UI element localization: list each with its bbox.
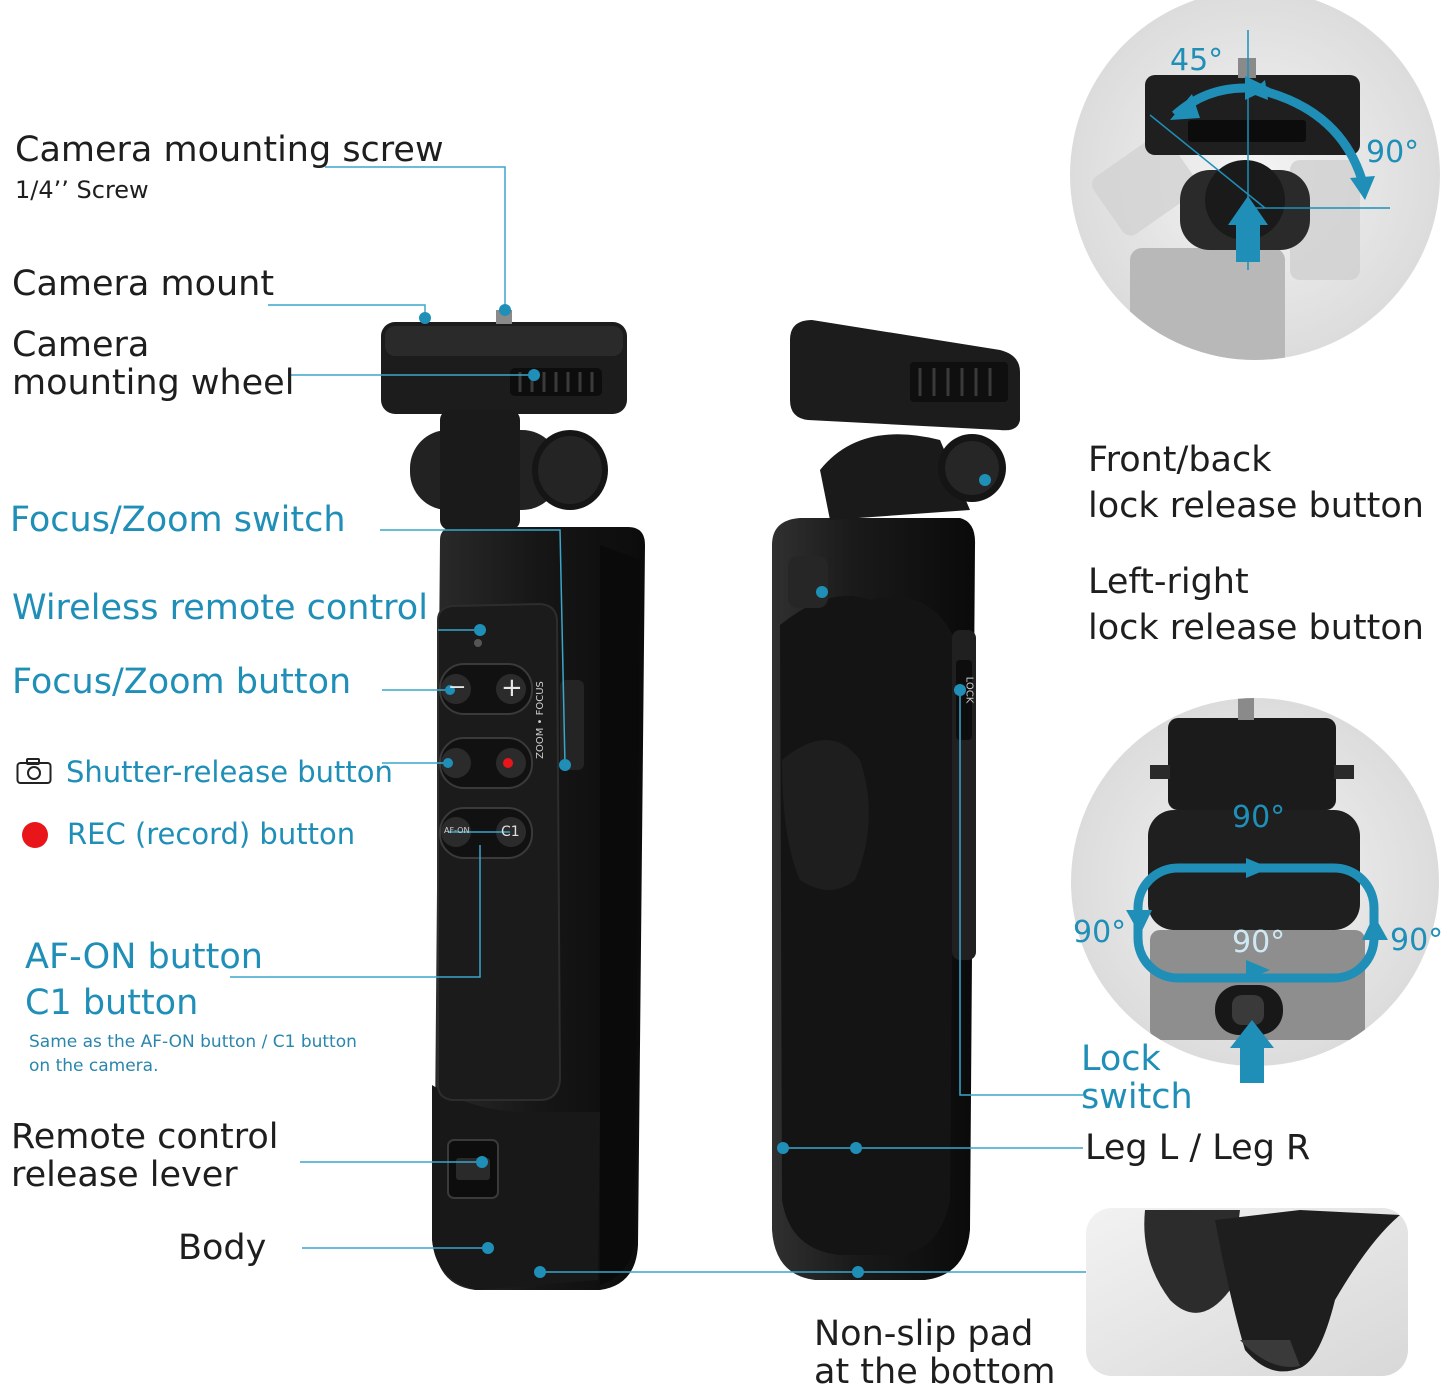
label-focus-zoom-button: Focus/Zoom button [12, 662, 352, 702]
label-af-note: Same as the AF-ON button / C1 button on … [29, 1032, 357, 1076]
label-front-back-lock: Front/back lock release button [1088, 440, 1424, 526]
c1-button-glyph: C1 [501, 824, 520, 840]
plus-button-glyph: + [501, 673, 523, 703]
label-c1-button: C1 button [25, 983, 199, 1023]
lock-switch-print: LOCK [963, 676, 975, 704]
rotation-detail-circle [1071, 698, 1439, 1083]
rec-dot-icon [22, 822, 48, 848]
angle-rotate-top: 90° [1232, 800, 1286, 835]
label-focus-zoom-switch: Focus/Zoom switch [10, 500, 346, 540]
angle-rotate-right: 90° [1390, 923, 1444, 958]
angle-rotate-mid: 90° [1232, 925, 1286, 960]
label-body: Body [178, 1228, 267, 1268]
label-camera-mounting-wheel: Camera mounting wheel [12, 325, 295, 403]
label-wireless-remote-control: Wireless remote control [12, 588, 428, 628]
zoom-focus-switch-label: ZOOM • FOCUS [534, 681, 546, 759]
label-camera-mounting-screw: Camera mounting screw [15, 130, 444, 170]
label-af-on-button: AF-ON button [25, 937, 263, 977]
non-slip-pad-photo [1086, 1208, 1408, 1376]
angle-tilt-right: 90° [1366, 135, 1420, 170]
angle-rotate-left: 90° [1073, 915, 1127, 950]
left-device [381, 310, 645, 1290]
tilt-detail-circle [1070, 0, 1440, 360]
minus-button-glyph: − [448, 675, 467, 700]
label-left-right-lock: Left-right lock release button [1088, 562, 1424, 648]
camera-icon [16, 757, 52, 785]
label-non-slip-pad: Non-slip pad at the bottom [814, 1314, 1056, 1392]
label-rec-button: REC (record) button [67, 817, 356, 851]
leader-dots [419, 304, 991, 1278]
af-on-button-glyph: AF-ON [444, 826, 470, 835]
label-shutter-release-button: Shutter-release button [66, 755, 393, 789]
angle-tilt-left: 45° [1170, 43, 1224, 78]
label-legs: Leg L / Leg R [1085, 1128, 1311, 1168]
label-remote-release-lever: Remote control release lever [11, 1117, 279, 1195]
label-screw-size: 1/4’’ Screw [15, 176, 149, 204]
right-device [772, 320, 1020, 1280]
label-camera-mount: Camera mount [12, 264, 275, 304]
label-lock-switch: Lock switch [1081, 1039, 1193, 1117]
